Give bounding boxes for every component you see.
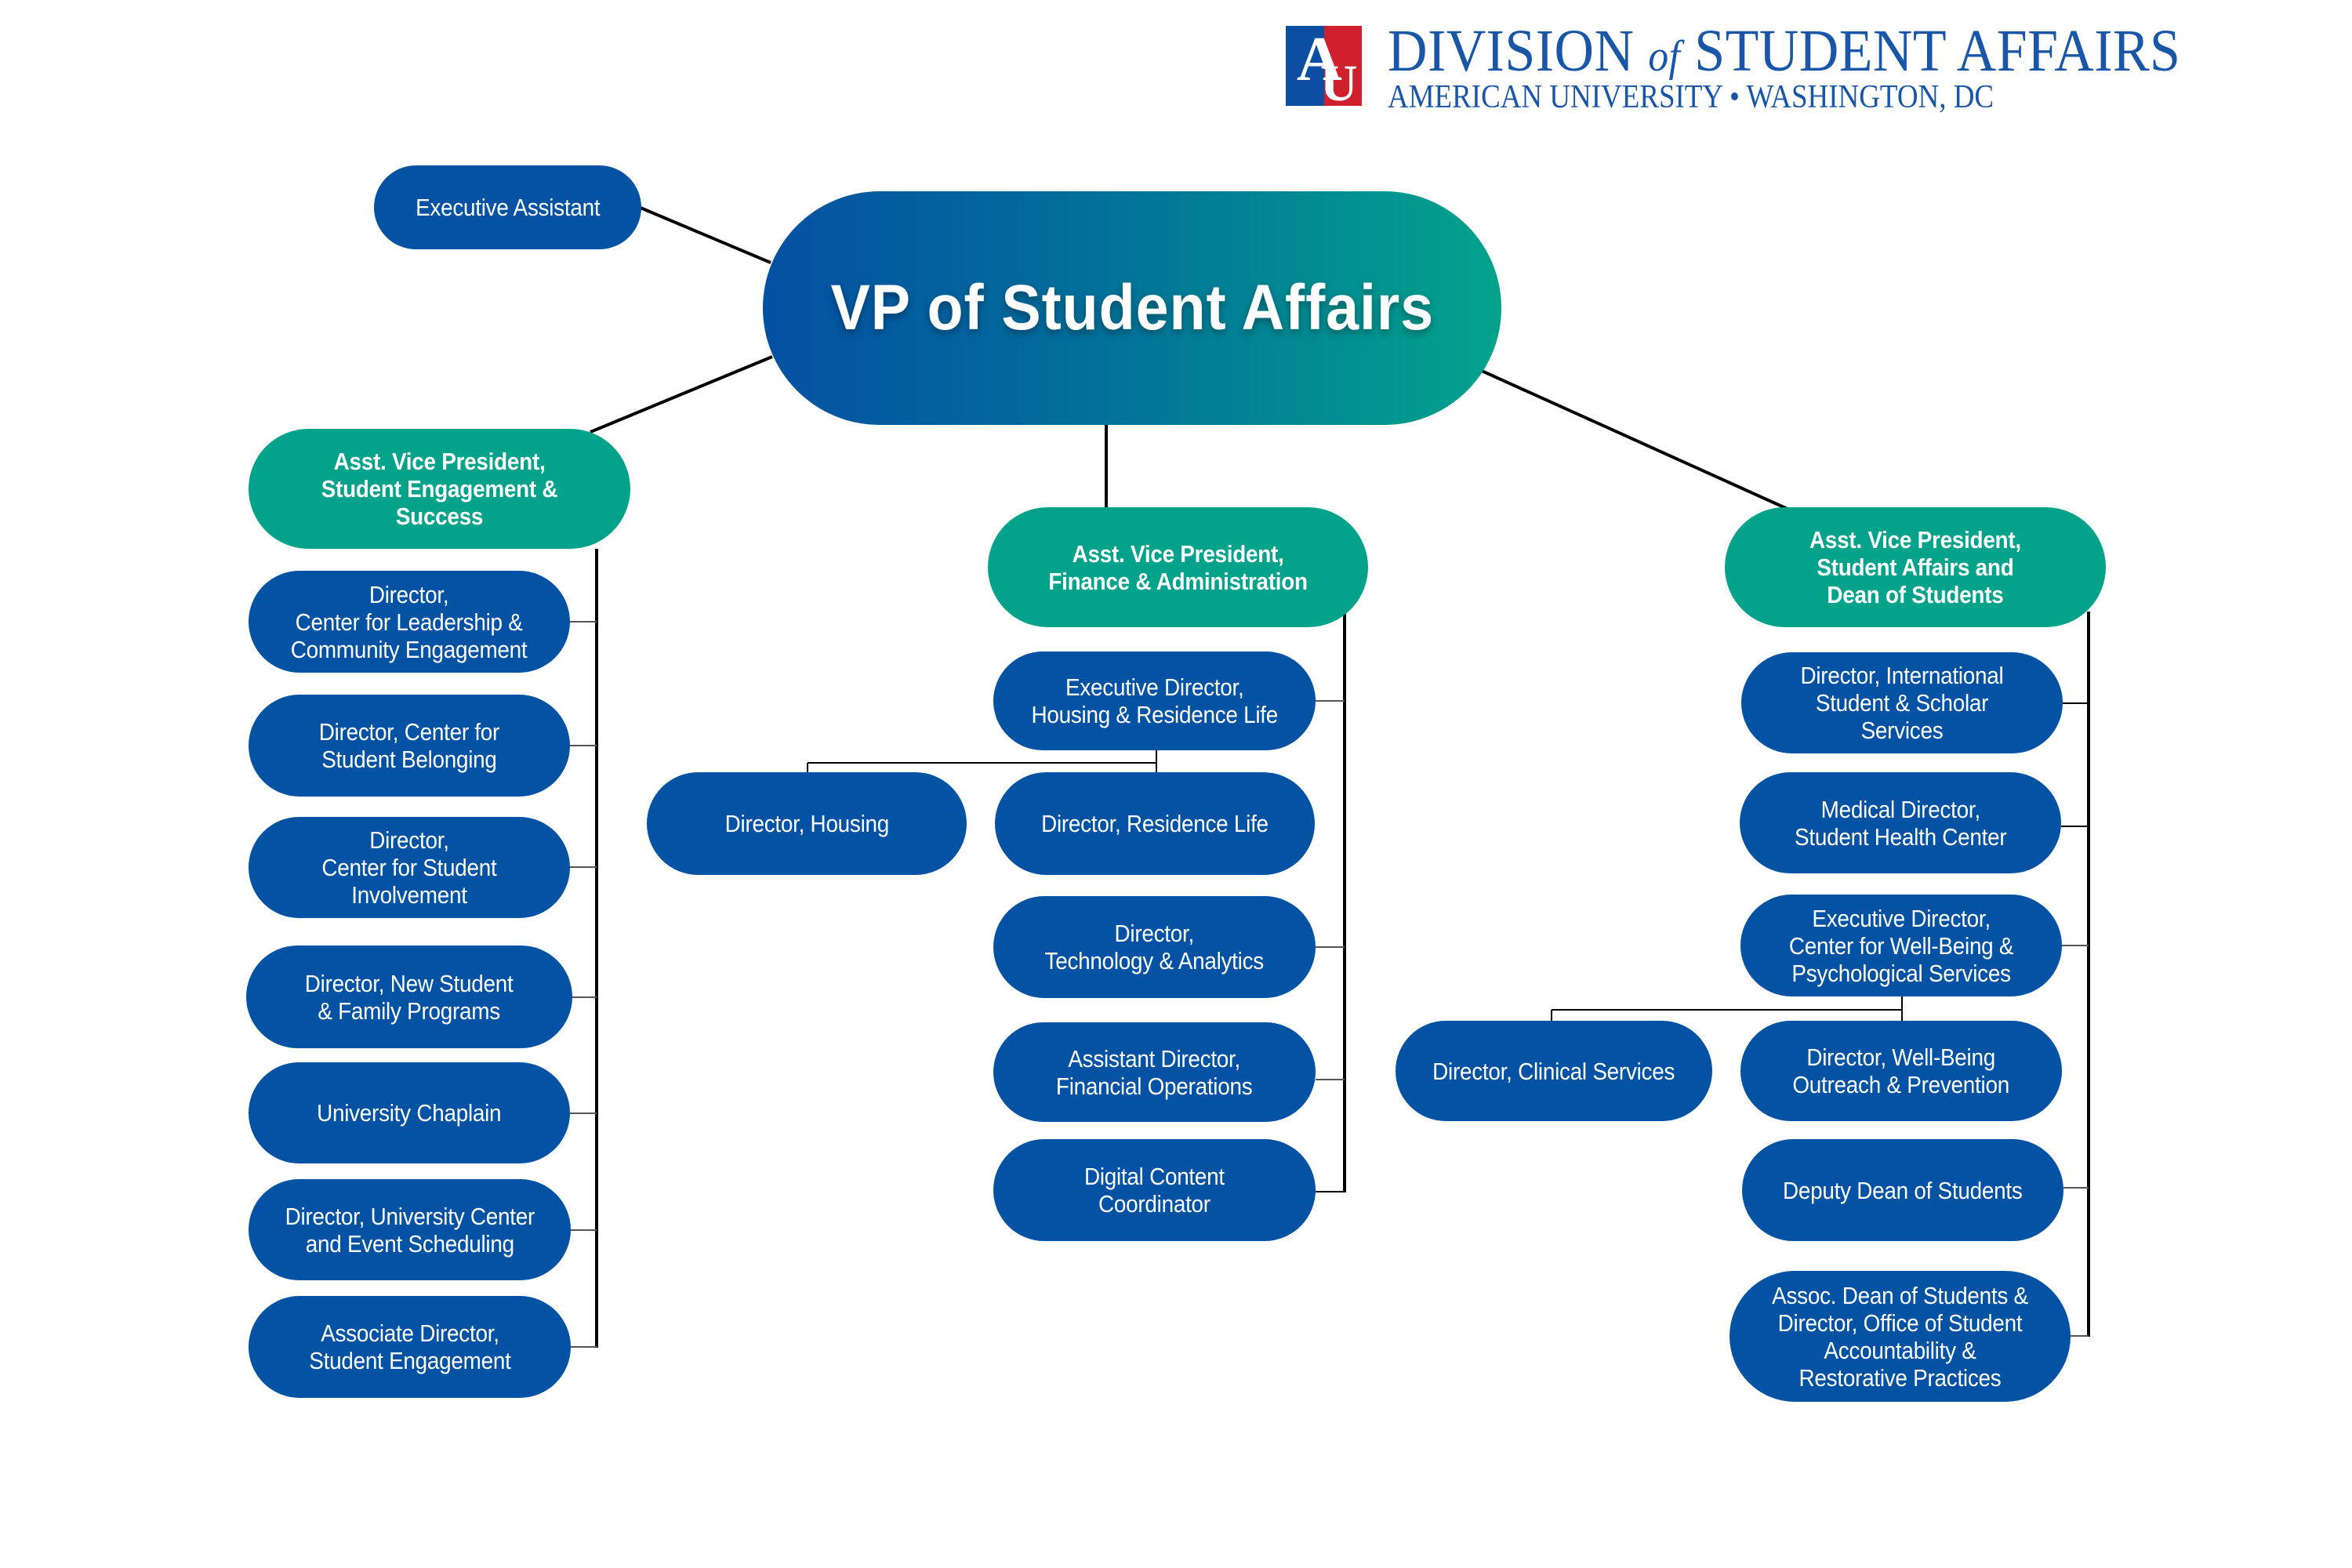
assistant-director-financial-operations-node[interactable]: Assistant Director, Financial Operations [993,1022,1316,1122]
avp-dean-of-students-node[interactable]: Asst. Vice President, Student Affairs an… [1725,507,2106,627]
director-new-student-family-programs-node[interactable]: Director, New Student & Family Programs [246,946,572,1048]
connector-vp-left-avp [590,355,773,434]
director-well-being-outreach-prevention-node[interactable]: Director, Well-Being Outreach & Preventi… [1740,1021,2062,1121]
division-title: DIVISION of STUDENT AFFAIRS [1388,18,2181,84]
deputy-dean-of-students-node[interactable]: Deputy Dean of Students [1742,1139,2063,1241]
au-logo-icon: A U [1286,26,1362,106]
vp-title: VP of Student Affairs [830,272,1434,343]
director-leadership-community-engagement-node[interactable]: Director, Center for Leadership & Commun… [249,571,570,673]
connector-vp-right-avp [1481,369,1790,511]
director-student-involvement-node[interactable]: Director, Center for Student Involvement [249,817,570,918]
executive-director-housing-residence-life-node[interactable]: Executive Director, Housing & Residence … [993,652,1316,750]
assoc-dean-student-accountability-node[interactable]: Assoc. Dean of Students & Director, Offi… [1730,1271,2071,1402]
executive-director-well-being-node[interactable]: Executive Director, Center for Well-Bein… [1740,895,2062,996]
director-technology-analytics-node[interactable]: Director, Technology & Analytics [993,896,1316,998]
director-university-center-node[interactable]: Director, University Center and Event Sc… [249,1179,571,1280]
university-chaplain-node[interactable]: University Chaplain [249,1062,570,1163]
medical-director-student-health-center-node[interactable]: Medical Director, Student Health Center [1740,772,2061,873]
director-clinical-services-node[interactable]: Director, Clinical Services [1396,1021,1712,1121]
director-residence-life-node[interactable]: Director, Residence Life [995,772,1315,875]
division-header: A U DIVISION of STUDENT AFFAIRS AMERICAN… [1286,18,2336,115]
director-housing-node[interactable]: Director, Housing [647,772,967,875]
executive-assistant-node[interactable]: Executive Assistant [374,165,641,249]
digital-content-coordinator-node[interactable]: Digital Content Coordinator [993,1139,1316,1241]
vp-student-affairs-node[interactable]: VP of Student Affairs [763,191,1501,425]
associate-director-student-engagement-node[interactable]: Associate Director, Student Engagement [249,1296,571,1398]
avp-student-engagement-node[interactable]: Asst. Vice President, Student Engagement… [249,429,630,549]
director-international-student-scholar-services-node[interactable]: Director, International Student & Schola… [1741,652,2063,753]
division-subtitle: AMERICAN UNIVERSITY • WASHINGTON, DC [1388,79,1994,115]
avp-finance-administration-node[interactable]: Asst. Vice President, Finance & Administ… [988,507,1368,627]
director-student-belonging-node[interactable]: Director, Center for Student Belonging [249,695,570,797]
connector-vp-exec-assistant [640,206,771,264]
